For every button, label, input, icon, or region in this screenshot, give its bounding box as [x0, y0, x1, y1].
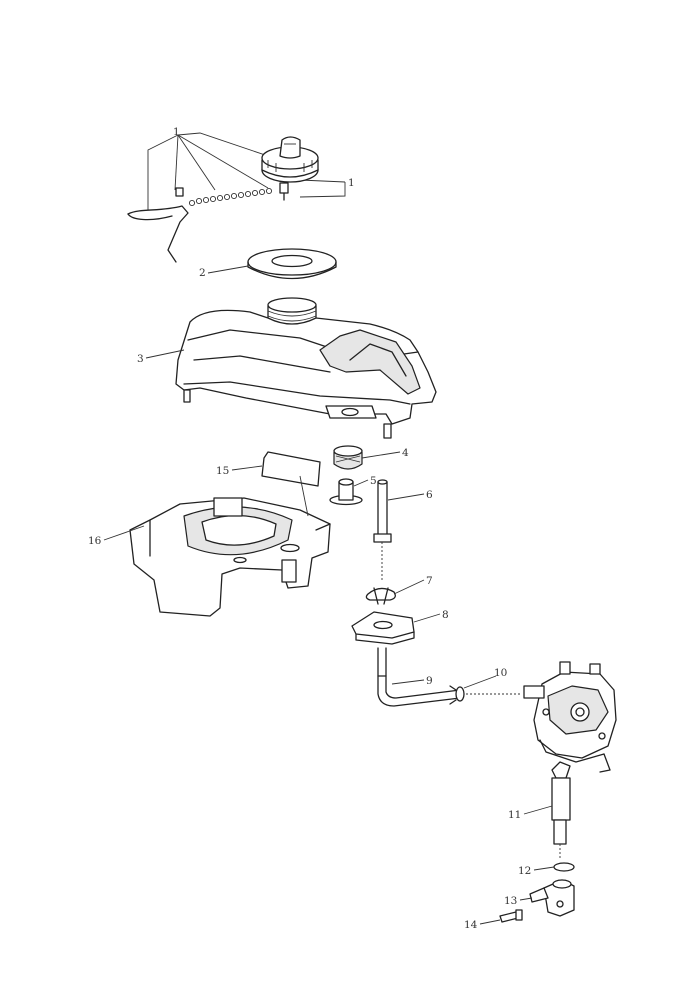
mounting-plate — [351, 611, 415, 645]
callout-1a: 1 — [173, 126, 180, 138]
callout-6: 6 — [426, 489, 433, 501]
tank-bracket — [129, 497, 331, 617]
callout-3: 3 — [137, 353, 144, 365]
callout-4: 4 — [402, 447, 409, 459]
grommet — [329, 478, 363, 506]
callout-8: 8 — [442, 609, 449, 621]
foam-pad — [261, 451, 321, 487]
callout-leaders — [103, 265, 555, 925]
fuel-tank — [175, 297, 437, 439]
callout-11: 11 — [508, 809, 521, 821]
callout-15: 15 — [216, 465, 229, 477]
o-ring — [553, 862, 575, 872]
callout-7: 7 — [426, 575, 433, 587]
carburetor — [523, 661, 617, 773]
callout-2: 2 — [199, 267, 206, 279]
callout-9: 9 — [426, 675, 433, 687]
callout-16: 16 — [88, 535, 102, 547]
callout-1b: 1 — [348, 177, 355, 189]
line-clamp — [449, 685, 520, 705]
tether-chain — [188, 187, 273, 207]
cap-gasket — [247, 248, 337, 280]
fuel-line — [377, 647, 461, 707]
callout-5: 5 — [370, 475, 377, 487]
lever-bracket — [529, 879, 575, 917]
fuel-filter — [333, 445, 363, 470]
screw — [499, 909, 523, 923]
fuel-pickup-pin — [373, 479, 392, 580]
fuel-cap-assembly — [127, 132, 346, 263]
callout-14: 14 — [464, 919, 478, 931]
callout-13: 13 — [504, 895, 517, 907]
callout-10: 10 — [494, 667, 507, 679]
callout-12: 12 — [518, 865, 531, 877]
choke-shaft — [551, 761, 571, 858]
hose-clip — [365, 587, 396, 605]
callout-labels: 1 1 2 3 4 5 6 7 8 9 10 11 12 13 14 15 16 — [88, 126, 531, 931]
